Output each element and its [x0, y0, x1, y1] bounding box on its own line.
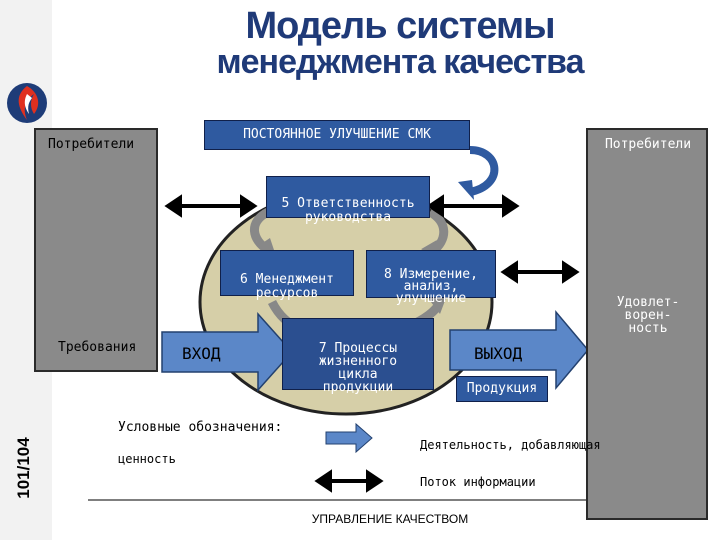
measurement-box: 8 Измерение, анализ, улучшение — [366, 250, 496, 305]
info-flow-arrow-right — [426, 194, 520, 218]
input-arrow — [161, 312, 294, 392]
title-line-1: Модель системы — [245, 5, 555, 47]
right-pillar-label: Потребители — [604, 137, 692, 152]
right-pillar — [586, 128, 708, 520]
legend-value-arrow — [325, 422, 373, 454]
logo — [4, 78, 50, 128]
responsibility-text: 5 Ответственность руководства — [281, 196, 415, 225]
processes-box: 7 Процессы жизненного цикла продукции — [282, 318, 434, 394]
product-text: Продукция — [466, 381, 538, 396]
legend-info-text: Поток информации — [420, 475, 536, 489]
resources-text: 6 Менеджмент ресурсов — [240, 272, 334, 301]
improvement-loop-arrow — [468, 146, 499, 196]
output-arrow — [449, 309, 589, 391]
measurement-text: 8 Измерение, анализ, улучшение — [384, 267, 478, 306]
requirements-label: Требования — [58, 340, 137, 355]
info-flow-arrow-left — [164, 194, 258, 218]
legend-info-arrow — [314, 469, 384, 493]
footer-text: УПРАВЛЕНИЕ КАЧЕСТВОМ — [311, 512, 469, 526]
page-title: Модель системы менеджмента качества — [120, 5, 680, 81]
legend-value-text-2: ценность — [118, 452, 176, 466]
banner-text: ПОСТОЯННОЕ УЛУЧШЕНИЕ СМК — [243, 127, 431, 142]
output-label: ВЫХОД — [474, 344, 523, 363]
legend-title: Условные обозначения: — [118, 420, 283, 435]
product-box: Продукция — [456, 376, 548, 402]
resources-box: 6 Менеджмент ресурсов — [220, 250, 354, 301]
satisfaction-label: Удовлет- ворен- ность — [616, 295, 680, 336]
responsibility-box: 5 Ответственность руководства — [266, 176, 430, 225]
left-pillar — [34, 128, 158, 372]
left-pillar-label: Потребители — [48, 137, 135, 152]
continuous-improvement-banner: ПОСТОЯННОЕ УЛУЧШЕНИЕ СМК — [204, 120, 470, 150]
input-label: ВХОД — [182, 344, 221, 363]
title-line-2: менеджмента качества — [216, 43, 585, 81]
logo-emblem-icon — [7, 83, 47, 123]
legend-value-text-1: Деятельность, добавляющая — [420, 438, 601, 452]
processes-text: 7 Процессы жизненного цикла продукции — [318, 341, 398, 395]
info-flow-arrow-measure — [500, 260, 580, 284]
